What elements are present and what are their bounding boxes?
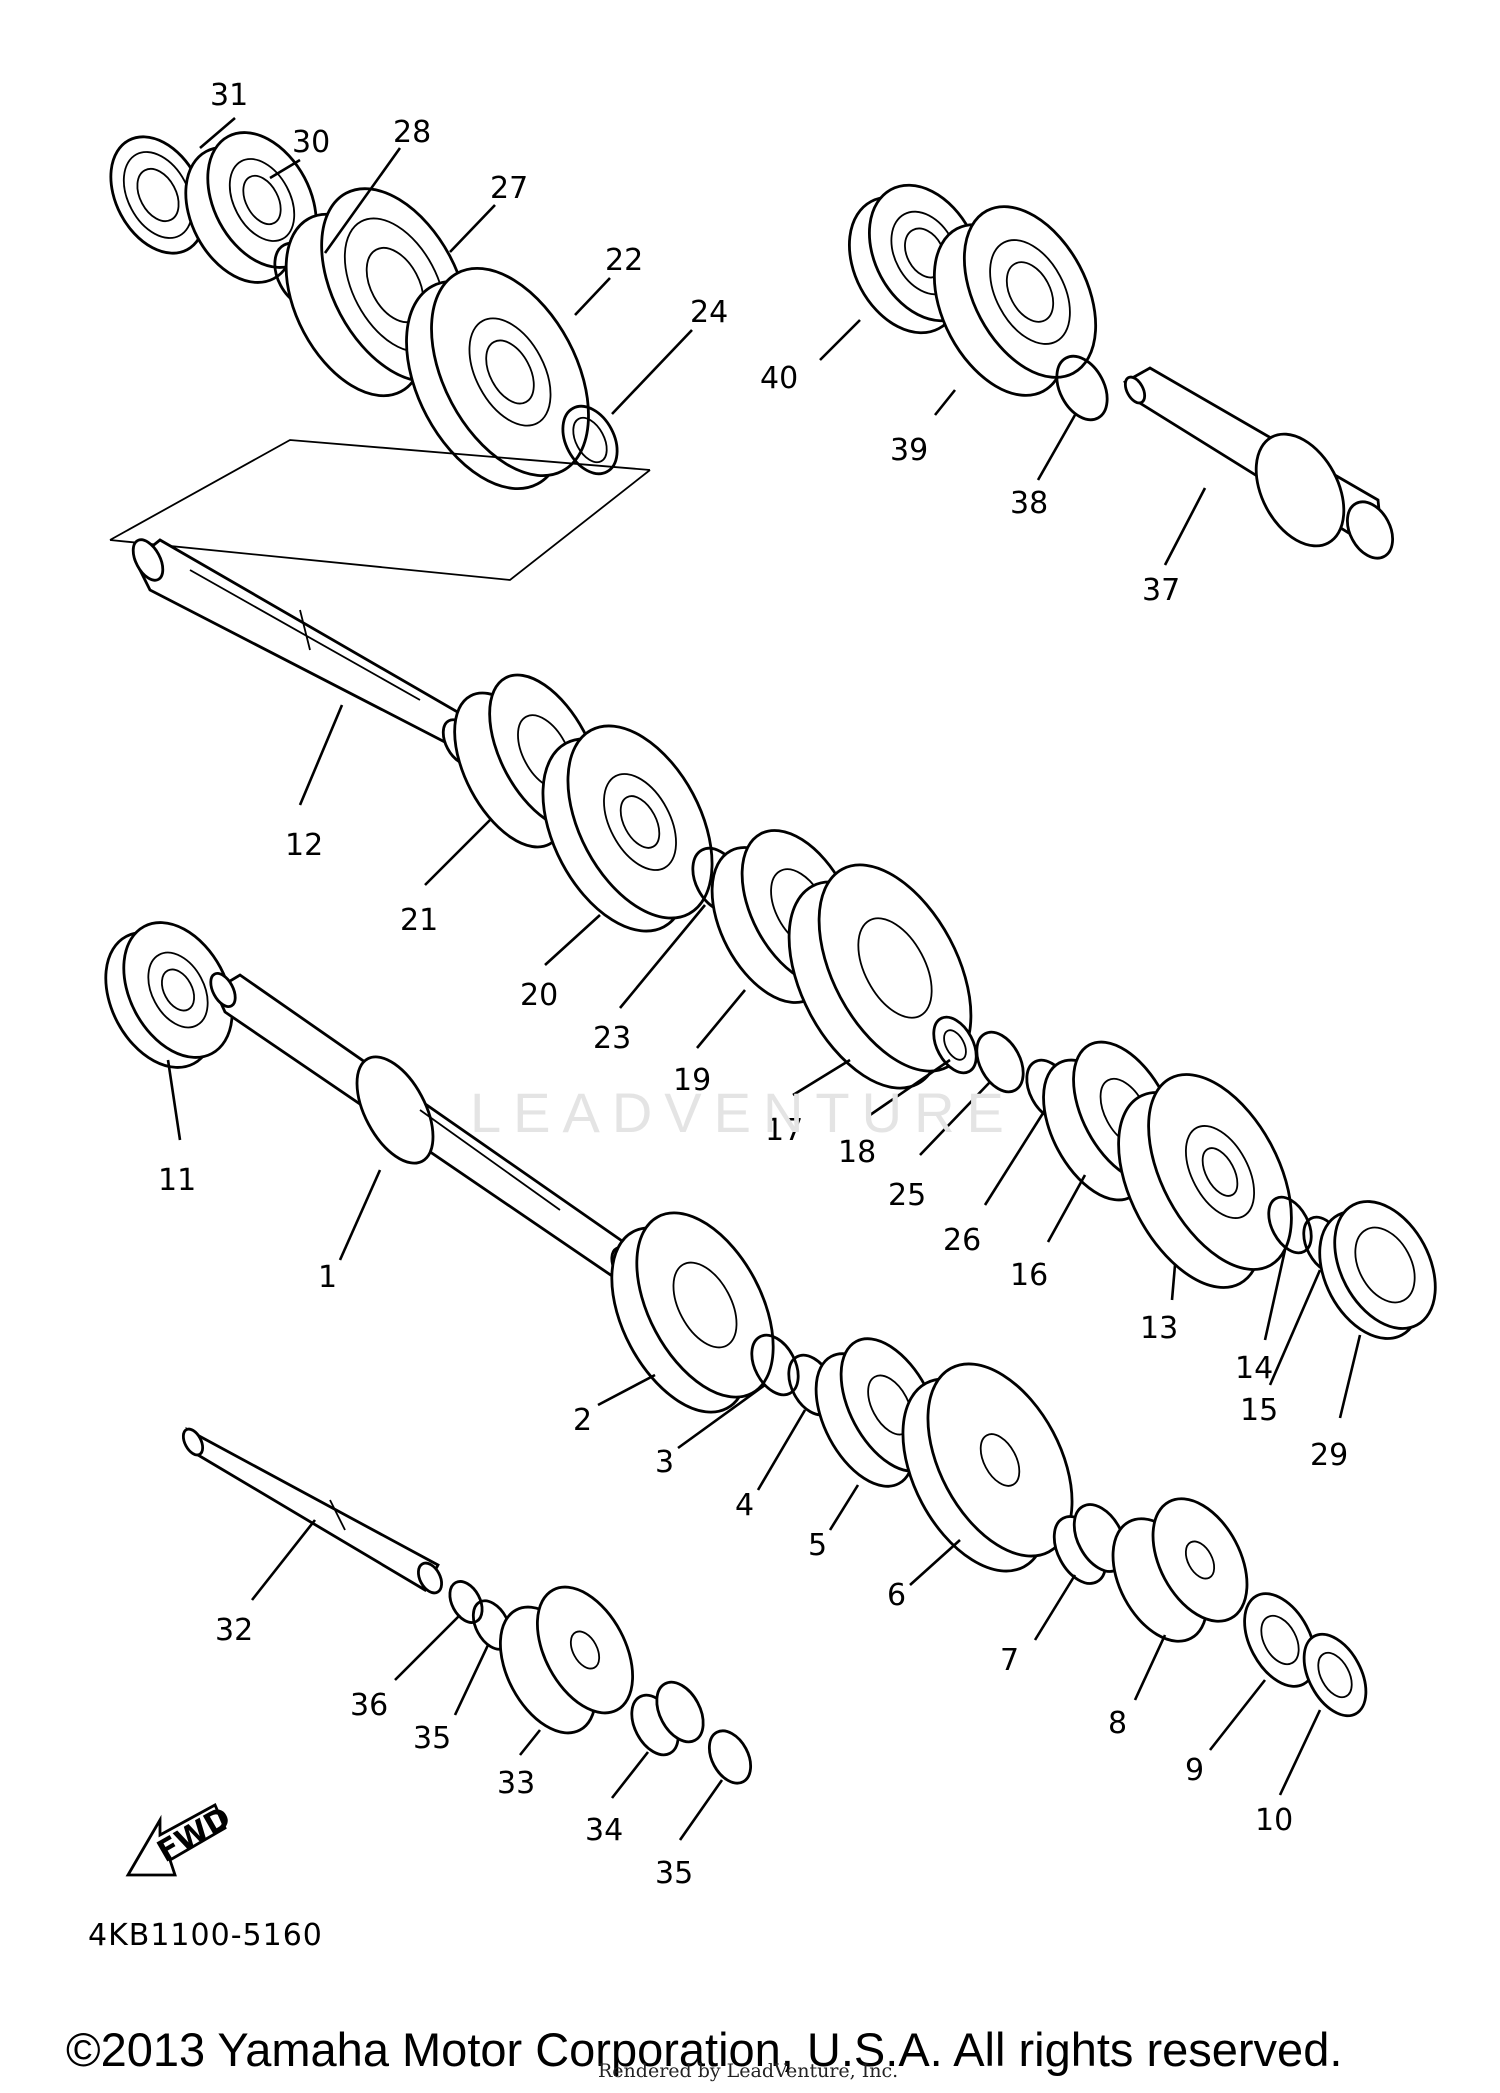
part-17-gear [787,863,973,1090]
part-10-nut [1302,1632,1368,1718]
callout-8: 8 [1108,1706,1127,1741]
callout-34: 34 [585,1813,623,1848]
part-9-washer [1243,1592,1317,1688]
part-18-bushing [932,1015,978,1075]
callout-13: 13 [1140,1311,1178,1346]
callout-39: 39 [890,433,928,468]
callout-35-b: 35 [655,1856,693,1891]
callout-7: 7 [1000,1643,1019,1678]
callout-24: 24 [690,295,728,330]
part-13-gear [1117,1073,1293,1289]
callout-36: 36 [350,1688,388,1723]
part-5-gear [814,1337,941,1488]
callout-40: 40 [760,361,798,396]
part-6-gear [901,1362,1074,1573]
callout-31: 31 [210,78,248,113]
part-35-washer-b [707,1729,753,1785]
callout-29: 29 [1310,1438,1348,1473]
callout-25: 25 [888,1178,926,1213]
fwd-arrow-icon: FWD [125,1800,237,1877]
callout-26: 26 [943,1223,981,1258]
rendered-by-note: Rendered by LeadVenture, Inc. [598,2060,899,2082]
callout-19: 19 [673,1063,711,1098]
callout-labels: 31 30 28 27 22 24 40 39 38 37 12 21 20 2… [158,78,1348,1891]
callout-20: 20 [520,978,558,1013]
callout-6: 6 [887,1578,906,1613]
part-32-shaft [181,1426,443,1595]
callout-14: 14 [1235,1351,1273,1386]
part-11-bearing [104,921,234,1069]
part-25-washer [975,1030,1025,1094]
part-38-circlip [1055,354,1109,422]
callout-10: 10 [1255,1803,1293,1838]
part-24-washer [561,404,619,476]
part-2-gear [610,1211,775,1414]
callout-22: 22 [605,243,643,278]
callout-27: 27 [490,171,528,206]
callout-11: 11 [158,1163,196,1198]
callout-4: 4 [735,1488,754,1523]
callout-33: 33 [497,1766,535,1801]
callout-18: 18 [838,1135,876,1170]
callout-15: 15 [1240,1393,1278,1428]
callout-3: 3 [655,1445,674,1480]
callout-12: 12 [285,828,323,863]
part-22-gear [405,266,590,491]
part-34-collar [630,1680,705,1757]
part-29-bearing [1318,1200,1437,1340]
part-code: 4KB1100-5160 [88,1918,323,1953]
callout-2: 2 [573,1403,592,1438]
leader-lines [166,117,1362,1841]
part-8-gear [1111,1497,1249,1643]
part-30-bearing [184,131,318,284]
callout-1: 1 [318,1260,337,1295]
part-39-gear [932,205,1098,397]
part-36-circlip [448,1580,484,1624]
callout-38: 38 [1010,486,1048,521]
fwd-label: FWD [151,1800,236,1870]
callout-28: 28 [393,115,431,150]
part-37-drive-axle [1123,366,1394,560]
copyright-notice: ©2013 Yamaha Motor Corporation, U.S.A. A… [66,2023,1343,2076]
callout-32: 32 [215,1613,253,1648]
assembly-outline-box [109,439,651,581]
callout-30: 30 [292,125,330,160]
callout-35-a: 35 [413,1721,451,1756]
callout-17: 17 [765,1113,803,1148]
part-12-main-axle [131,538,482,766]
callout-37: 37 [1142,573,1180,608]
callout-9: 9 [1185,1753,1204,1788]
part-20-gear [541,724,714,933]
callout-21: 21 [400,903,438,938]
callout-16: 16 [1010,1258,1048,1293]
callout-5: 5 [808,1528,827,1563]
part-14-washer [1267,1195,1313,1255]
part-33-idle-gear [498,1585,635,1735]
callout-23: 23 [593,1021,631,1056]
watermark-text: LEADVENTURE [470,1081,1016,1144]
part-3-washer [750,1333,800,1397]
